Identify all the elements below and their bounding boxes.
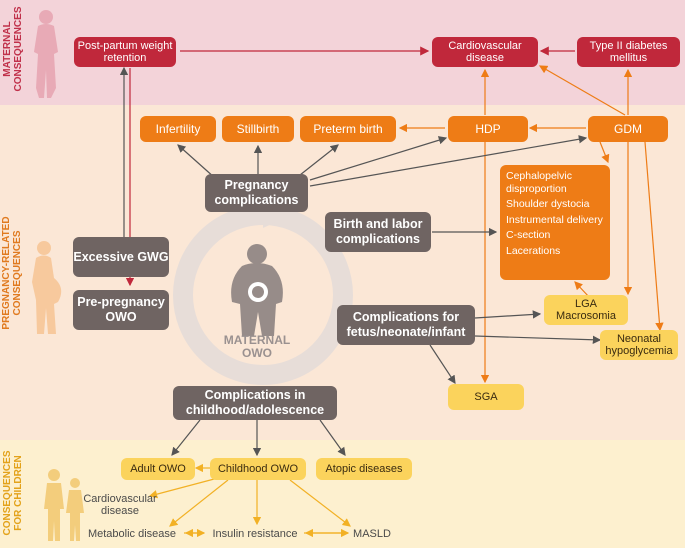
child-cardiovascular-disease-label: Cardiovascular disease: [83, 493, 157, 517]
cardiovascular-disease-node: Cardiovascular disease: [432, 37, 538, 67]
birth-complications-list: Cephalopelvic disproportion Shoulder dys…: [500, 165, 610, 280]
type2-diabetes-node: Type II diabetes mellitus: [577, 37, 680, 67]
list-item: Lacerations: [506, 244, 561, 257]
childhood-owo-node: Childhood OWO: [210, 458, 306, 480]
list-item: Cephalopelvic disproportion: [506, 170, 572, 195]
stillbirth-node: Stillbirth: [222, 116, 294, 142]
fetus-complications-node: Complications for fetus/neonate/infant: [337, 305, 475, 345]
maternal-owo-line1: MATERNAL: [223, 333, 291, 347]
atopic-diseases-node: Atopic diseases: [316, 458, 412, 480]
sga-node: SGA: [448, 384, 524, 410]
maternal-owo-label: MATERNAL OWO: [214, 334, 300, 360]
cycle-ring: [173, 205, 353, 385]
obese-woman-icon: [231, 244, 283, 336]
hdp-node: HDP: [448, 116, 528, 142]
infertility-node: Infertility: [140, 116, 216, 142]
prepregnancy-owo-node: Pre-pregnancy OWO: [73, 290, 169, 330]
lga-macrosomia-node: LGA Macrosomia: [544, 295, 628, 325]
insulin-resistance-label: Insulin resistance: [212, 528, 298, 540]
metabolic-disease-label: Metabolic disease: [87, 528, 177, 540]
adult-owo-node: Adult OWO: [121, 458, 195, 480]
childhood-complications-node: Complications in childhood/adolescence: [173, 386, 337, 420]
birth-labor-complications-node: Birth and labor complications: [325, 212, 431, 252]
children-silhouette-icon: [44, 469, 84, 541]
postpartum-weight-retention-node: Post-partum weight retention: [74, 37, 176, 67]
gdm-node: GDM: [588, 116, 668, 142]
list-item: Shoulder dystocia: [506, 198, 590, 210]
pregnant-woman-silhouette-icon: [32, 241, 62, 334]
pregnancy-complications-node: Pregnancy complications: [205, 174, 308, 212]
masld-label: MASLD: [353, 528, 391, 540]
woman-silhouette-icon: [34, 10, 58, 98]
list-item: C-section: [506, 229, 551, 241]
maternal-owo-line2: OWO: [242, 346, 272, 360]
list-item: Instrumental delivery: [506, 213, 603, 226]
preterm-birth-node: Preterm birth: [300, 116, 396, 142]
neonatal-hypoglycemia-node: Neonatal hypoglycemia: [600, 330, 678, 360]
excessive-gwg-node: Excessive GWG: [73, 237, 169, 277]
